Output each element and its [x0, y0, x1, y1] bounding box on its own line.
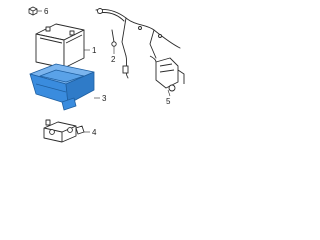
- callout-5: 5: [166, 97, 171, 106]
- callout-3: 3: [102, 94, 107, 103]
- battery-tray-part: [29, 63, 95, 111]
- bolt-part: [28, 6, 38, 16]
- sensor-connector-part: [149, 55, 185, 92]
- battery-part: [35, 23, 85, 69]
- lower-bracket-part: [43, 119, 85, 143]
- callout-1: 1: [92, 46, 97, 55]
- callout-6: 6: [44, 7, 49, 16]
- callout-4: 4: [92, 128, 97, 137]
- leader-line-5: [167, 89, 171, 97]
- callout-2: 2: [111, 55, 116, 64]
- battery-exploded-diagram: 6 1 2 5: [28, 6, 185, 143]
